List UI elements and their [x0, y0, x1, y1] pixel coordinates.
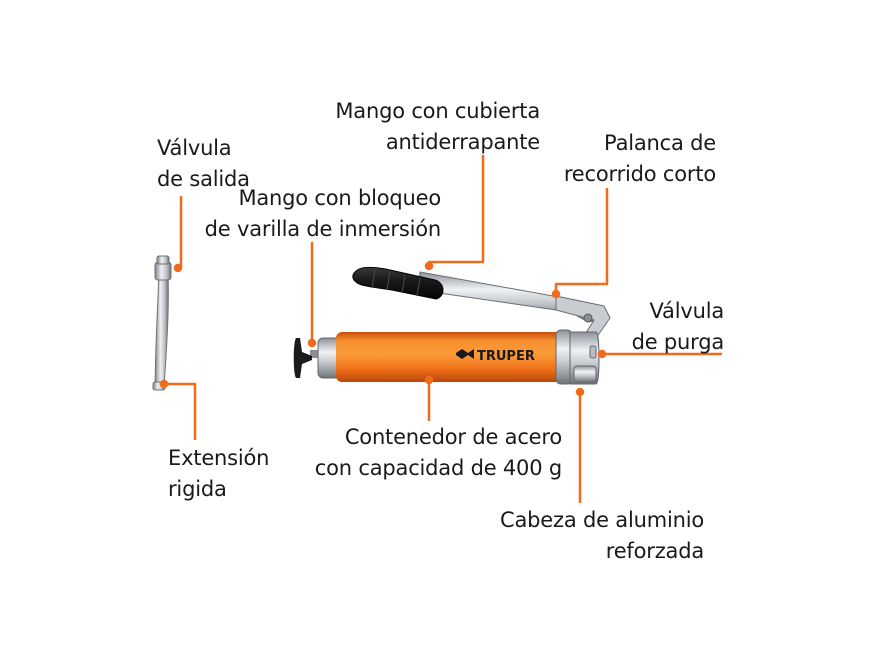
leader-lines	[159, 155, 722, 503]
steel-container	[317, 329, 573, 385]
dot-cabeza	[575, 387, 585, 397]
dot-palanca	[551, 289, 561, 299]
label-line: Palanca de	[604, 131, 716, 155]
leader-extension	[164, 382, 197, 440]
label-line: con capacidad de 400 g	[314, 456, 562, 480]
dot-extension	[159, 379, 169, 389]
label-mango-bloqueo: Mango con bloqueo de varilla de inmersió…	[204, 183, 442, 245]
label-line: Extensión	[168, 446, 270, 470]
dot-mango-cubierta	[424, 261, 434, 271]
label-contenedor: Contenedor de acero con capacidad de 400…	[315, 422, 562, 484]
label-extension-rigida: Extensión rigida	[168, 443, 269, 505]
label-line: rigida	[168, 477, 227, 501]
label-line: de varilla de inmersión	[204, 217, 442, 241]
rigid-extension	[152, 255, 172, 391]
dot-valvula-purga	[597, 349, 607, 359]
dot-contenedor	[424, 375, 434, 385]
anti-slip-grip	[352, 266, 444, 300]
label-line: Cabeza de aluminio	[500, 508, 704, 532]
leader-palanca	[554, 188, 609, 294]
truper-logo: TRUPER	[456, 349, 535, 364]
dot-valvula-salida	[173, 263, 183, 273]
dot-mango-bloqueo	[307, 338, 317, 348]
label-palanca: Palanca de recorrido corto	[564, 128, 716, 190]
lever-arm	[417, 271, 611, 339]
label-valvula-salida: Válvula de salida	[157, 133, 250, 195]
label-line: Mango con bloqueo	[238, 186, 441, 210]
label-line: Válvula	[649, 299, 725, 323]
label-line: Válvula	[157, 136, 232, 160]
label-line: de purga	[631, 330, 725, 354]
label-line: de salida	[157, 167, 250, 191]
label-line: Mango con cubierta	[335, 99, 540, 123]
aluminium-head	[569, 331, 600, 385]
label-line: reforzada	[605, 539, 704, 563]
label-line: recorrido corto	[563, 162, 716, 186]
label-line: Contenedor de acero	[344, 425, 562, 449]
label-valvula-purga: Válvula de purga	[631, 296, 725, 358]
label-mango-cubierta: Mango con cubierta antiderrapante	[335, 96, 540, 158]
label-cabeza: Cabeza de aluminio reforzada	[500, 505, 704, 567]
truper-logo-text: TRUPER	[477, 349, 535, 364]
label-line: antiderrapante	[385, 130, 540, 154]
